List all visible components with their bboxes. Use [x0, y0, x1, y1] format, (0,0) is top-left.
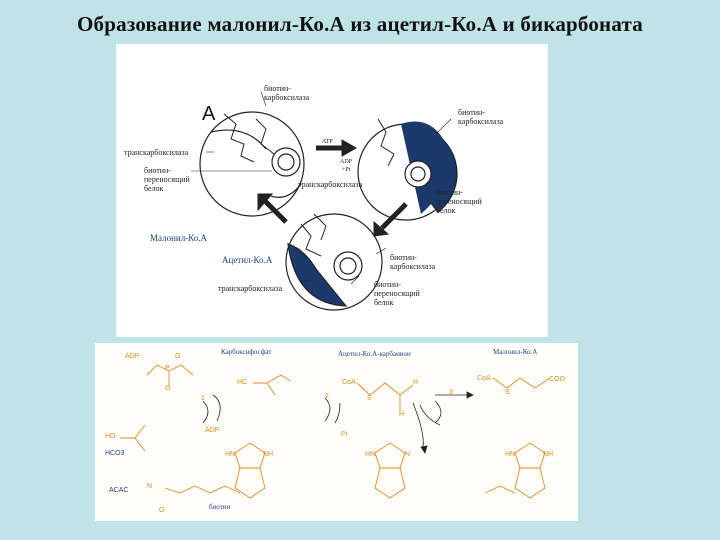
- label-bccp-right: биотин- переносящий белок: [436, 188, 482, 215]
- chem-adp-low: ADP: [205, 427, 220, 434]
- label-transcarboxylase-middle: транскарбоксилаза: [298, 180, 363, 189]
- chem-o-2: O: [165, 385, 171, 392]
- chem-pi: Pi: [341, 431, 348, 438]
- biotin-carboxylase-cycle-figure: A биотин- карбоксилаза биотин- карбоксил…: [116, 44, 548, 337]
- chem-o-1: O: [175, 353, 181, 360]
- chem-acac: ACAC: [109, 487, 129, 494]
- label-biotin-carboxylase-right: биотин- карбоксилаза: [458, 108, 504, 126]
- enzyme-complex-bottom: [285, 213, 383, 311]
- label-pi: +Pi: [342, 167, 351, 173]
- mechanism-graphics: [120, 364, 551, 499]
- label-biotin: биотин: [209, 503, 231, 511]
- header-malonyl-coa: Малонил-Ко.А: [493, 348, 538, 356]
- chem-n: N: [147, 483, 153, 490]
- chem-s-2: S: [505, 389, 510, 396]
- label-atp: ATP: [322, 139, 333, 145]
- header-acetyl-coa-carbanion: Ацетил-Ко.А-карбанион: [338, 350, 411, 358]
- label-biotin-carboxylase-top: биотин- карбоксилаза: [264, 84, 310, 102]
- chem-hn-1: HN: [225, 451, 236, 458]
- chem-hn-2: HN: [365, 451, 376, 458]
- reaction-arrows: [202, 391, 474, 454]
- chem-coo: COO⁻: [549, 376, 569, 383]
- chem-nh-1: NH: [263, 451, 274, 458]
- chem-h-1: H: [413, 379, 419, 386]
- chem-p-1: P: [165, 365, 170, 372]
- header-carboxyphosphate: Карбоксифосфат: [221, 348, 272, 356]
- enzyme-complex-right: [357, 118, 458, 221]
- label-transcarboxylase-left: транскарбоксилаза: [124, 148, 189, 157]
- chem-adp-top: ADP: [125, 353, 140, 360]
- chem-hn-3: HN: [505, 451, 516, 458]
- chem-coa-1: CoA: [342, 379, 356, 386]
- step-3-label: 3: [449, 389, 453, 396]
- label-biotin-carboxylase-bottom: биотин- карбоксилаза: [390, 253, 436, 271]
- cycle-arrows: [257, 139, 408, 237]
- label-bccp-bottom: биотин- переносящий белок: [374, 280, 420, 307]
- label-transcarboxylase-bottom: транскарбоксилаза: [218, 284, 283, 293]
- step-1-label: 1: [201, 395, 205, 402]
- chem-coa-2: CoA: [477, 375, 491, 382]
- chem-o-amide: O: [159, 507, 165, 514]
- panel-letter: A: [202, 103, 216, 125]
- label-leaders: [191, 91, 452, 285]
- chem-nh-2: N: [405, 451, 411, 458]
- chem-hco3: HCO3: [105, 450, 125, 457]
- chem-nh-3: NH: [543, 451, 554, 458]
- enzyme-complex-left: [199, 111, 305, 217]
- slide-title: Образование малонил-Ко.А из ацетил-Ко.А …: [77, 12, 643, 36]
- chem-hc: HC: [237, 379, 248, 386]
- label-acetyl-coa: Ацетил-Ко.А: [222, 255, 273, 265]
- chem-h-2: H: [399, 411, 405, 418]
- label-malonyl-coa: Малонил-Ко.А: [150, 233, 207, 243]
- chem-s-1: S: [367, 395, 372, 402]
- chem-ho: HO: [105, 433, 116, 440]
- label-adp: ADP: [340, 159, 353, 165]
- carboxylation-mechanism-figure: Карбоксифосфат Ацетил-Ко.А-карбанион Мал…: [95, 343, 578, 521]
- orange-bonds: [120, 364, 551, 499]
- label-bccp-left: биотин- переносящий белок: [144, 166, 190, 193]
- cycle-diagram-graphics: [191, 91, 458, 311]
- step-2-label: 2: [325, 393, 329, 400]
